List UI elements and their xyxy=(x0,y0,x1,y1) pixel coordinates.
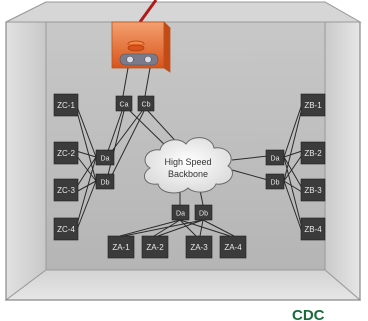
room-box xyxy=(4,1,362,302)
distribution-switches: Da Db Da Db Da Db xyxy=(95,149,285,221)
zone-node: ZB-3 xyxy=(300,178,326,202)
zone-b-nodes: ZB-1 ZB-2 ZB-3 ZB-4 xyxy=(300,93,326,241)
backbone-label-line2: Backbone xyxy=(168,169,208,179)
dist-switch-label: Da xyxy=(101,156,110,163)
edge-router xyxy=(111,0,171,73)
zone-node: ZA-2 xyxy=(141,235,169,259)
core-switches: Ca Cb xyxy=(115,95,155,112)
zone-a-nodes: ZA-1 ZA-2 ZA-3 ZA-4 xyxy=(107,235,247,259)
zone-node-label: ZC-3 xyxy=(57,186,75,195)
router-port-icon xyxy=(144,55,152,64)
zone-node-label: ZC-4 xyxy=(57,225,75,234)
dist-switch-label: Db xyxy=(271,180,280,187)
router-box-side xyxy=(163,21,171,73)
core-switch-label: Cb xyxy=(142,102,151,109)
zone-node-label: ZB-4 xyxy=(304,225,322,234)
zone-node-label: ZA-2 xyxy=(146,243,164,252)
dist-switch-zb: Db xyxy=(265,173,285,190)
core-switch-label: Ca xyxy=(120,102,129,109)
zone-node: ZA-4 xyxy=(219,235,247,259)
zone-node-label: ZA-3 xyxy=(190,243,208,252)
floor xyxy=(4,269,362,301)
zone-node: ZC-2 xyxy=(53,141,79,165)
zone-node-label: ZA-1 xyxy=(112,243,130,252)
dist-switch-label: Da xyxy=(176,211,185,218)
router-port-icon xyxy=(126,55,134,64)
network-links xyxy=(75,67,303,237)
router-icon xyxy=(127,40,145,52)
dist-switch-label: Db xyxy=(199,211,208,218)
backbone-label-line1: High Speed xyxy=(164,157,211,167)
zone-node-label: ZC-1 xyxy=(57,101,75,110)
dist-switch-label: Db xyxy=(101,180,110,187)
ceiling xyxy=(5,1,362,23)
dist-switch-za: Da xyxy=(171,204,190,221)
zone-node: ZB-2 xyxy=(300,141,326,165)
zone-node-label: ZC-2 xyxy=(57,149,75,158)
dist-switch-zc: Da xyxy=(95,149,115,166)
zone-node: ZA-3 xyxy=(185,235,213,259)
zone-node-label: ZB-3 xyxy=(304,186,322,195)
zone-node: ZC-4 xyxy=(53,217,79,241)
core-switch: Ca xyxy=(115,95,133,112)
zone-node: ZC-1 xyxy=(53,93,79,117)
cdc-label: CDC xyxy=(292,307,325,321)
zone-node: ZB-4 xyxy=(300,217,326,241)
right-wall xyxy=(324,1,361,302)
left-wall xyxy=(5,1,47,301)
router-chassis xyxy=(119,53,159,66)
dist-switch-zc: Db xyxy=(95,173,115,190)
dist-switch-label: Da xyxy=(271,156,280,163)
zone-c-nodes: ZC-1 ZC-2 ZC-3 ZC-4 xyxy=(53,93,79,241)
core-switch: Cb xyxy=(137,95,155,112)
zone-node: ZB-1 xyxy=(300,93,326,117)
zone-node: ZA-1 xyxy=(107,235,135,259)
external-link xyxy=(138,0,158,23)
dist-switch-zb: Da xyxy=(265,149,285,166)
backbone-cloud: High Speed Backbone xyxy=(143,137,233,194)
zone-node-label: ZA-4 xyxy=(224,243,242,252)
zone-node-label: ZB-2 xyxy=(304,149,322,158)
dist-switch-za: Db xyxy=(194,204,213,221)
zone-node: ZC-3 xyxy=(53,178,79,202)
zone-node-label: ZB-1 xyxy=(304,101,322,110)
